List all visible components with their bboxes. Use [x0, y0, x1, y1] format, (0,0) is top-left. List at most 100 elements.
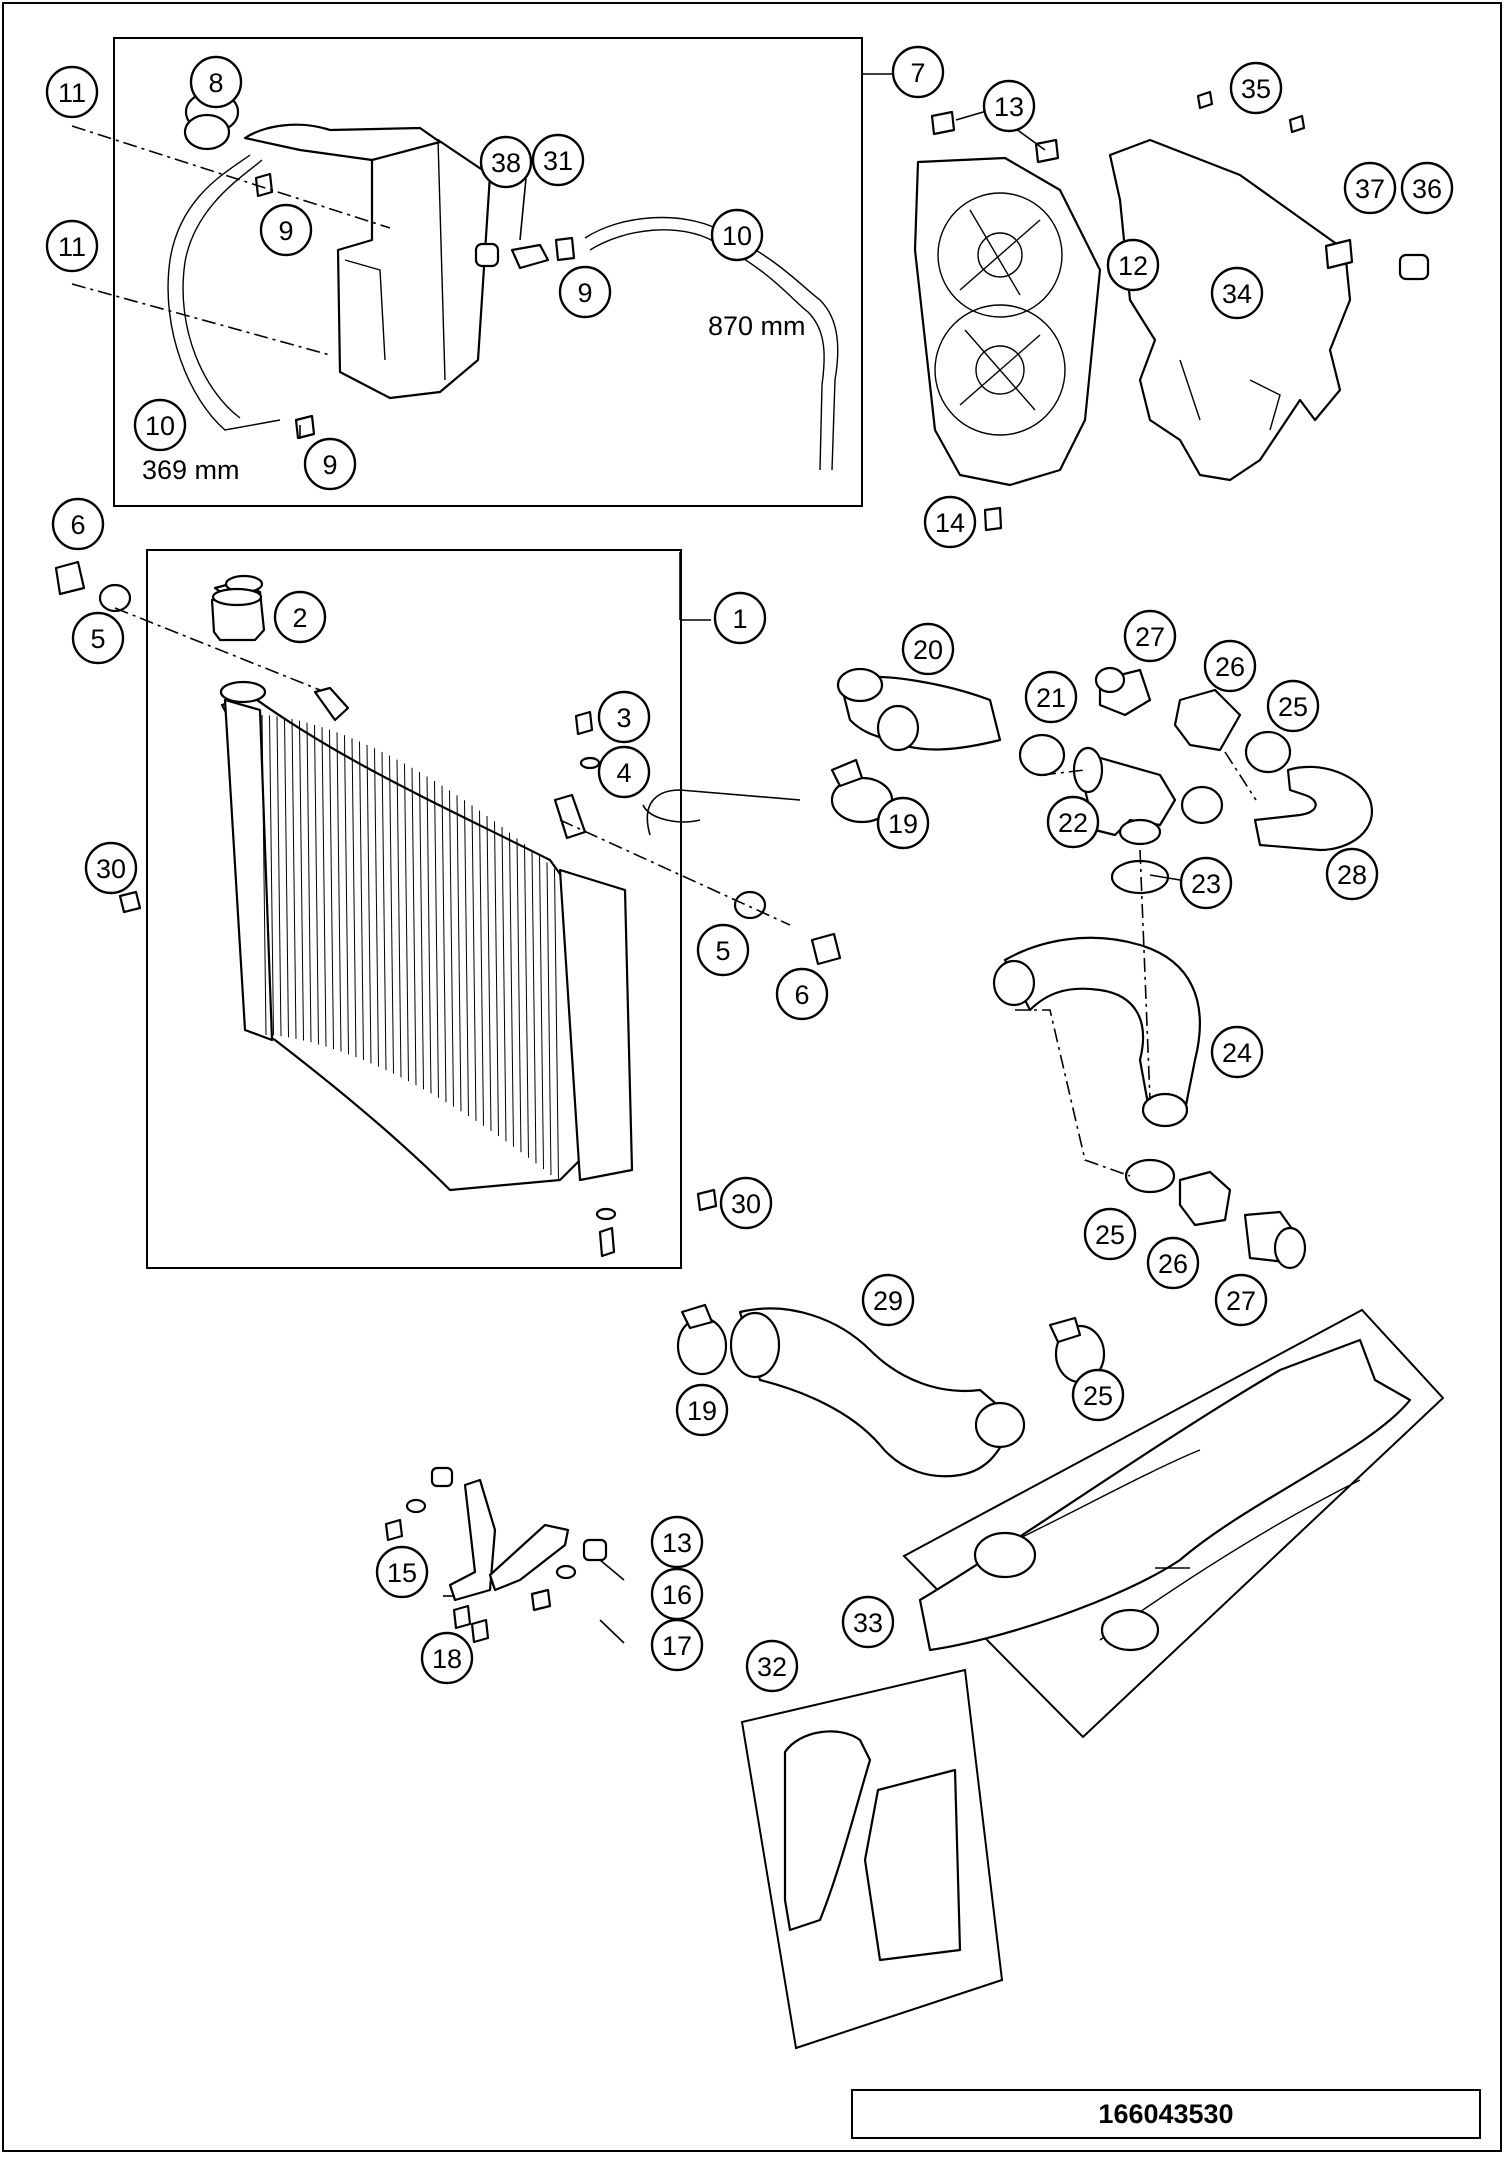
radiator-fin — [276, 716, 282, 1037]
callout-circle — [189, 55, 243, 109]
radiator-fin — [464, 800, 469, 1117]
radiator-fin — [299, 720, 304, 1041]
callout-circle — [1210, 1025, 1264, 1079]
callout-circle — [710, 208, 764, 262]
callout-27: 27 — [1214, 1273, 1268, 1327]
callout-circle — [696, 923, 750, 977]
callout-circle — [273, 590, 327, 644]
radiator-fin — [269, 715, 274, 1036]
callout-number: 22 — [1058, 808, 1088, 838]
callout-number: 6 — [794, 980, 809, 1010]
radiator-fin — [329, 729, 334, 1049]
callout-circle — [745, 1639, 799, 1693]
air-guide-drawing — [783, 1730, 962, 1962]
radiator-fin — [344, 735, 349, 1055]
callout-31: 31 — [531, 133, 585, 187]
callout-29: 29 — [861, 1273, 915, 1327]
callout-circle — [1229, 61, 1283, 115]
callout-circle — [1106, 238, 1160, 292]
radiator-fin — [374, 748, 379, 1067]
air-duct-group-box — [902, 1308, 1445, 1739]
radiator-fin — [479, 810, 484, 1126]
hose-24-drawing — [1003, 936, 1201, 1117]
callout-circle — [1083, 1207, 1137, 1261]
callout-7: 7 — [891, 45, 945, 99]
expansion-tank-drawing — [167, 90, 492, 431]
hardware-top-right — [930, 90, 1430, 532]
callout-circle — [1210, 266, 1264, 320]
callout-circle — [420, 1631, 474, 1685]
hose-28-drawing — [1253, 765, 1373, 852]
radiator-fin — [516, 838, 522, 1153]
callout-number: 10 — [722, 221, 752, 251]
hose-29-drawing — [676, 1303, 1106, 1478]
callout-number: 5 — [90, 624, 105, 654]
callout-number: 11 — [58, 78, 86, 108]
radiator-fin — [351, 738, 357, 1058]
radiator-fin — [284, 717, 289, 1038]
callout-circle — [303, 437, 357, 491]
callout-14: 14 — [923, 495, 977, 549]
document-number: 166043530 — [1098, 2099, 1233, 2129]
air-guide-group-box — [740, 1668, 1004, 2050]
callout-circle — [45, 65, 99, 119]
callout-circle — [876, 796, 930, 850]
callout-number: 26 — [1215, 652, 1245, 682]
callout-number: 11 — [58, 232, 86, 262]
callout-circle — [713, 591, 767, 645]
overflow-hose-long — [584, 216, 839, 471]
t-piece-drawing — [1018, 733, 1224, 895]
callout-circle — [1146, 1236, 1200, 1290]
callout-number: 19 — [687, 1396, 717, 1426]
callout-circle — [861, 1273, 915, 1327]
radiator-fin — [486, 815, 492, 1131]
radiator-fin — [404, 763, 409, 1082]
callout-30: 30 — [84, 841, 138, 895]
radiator-hardware — [54, 560, 842, 1258]
callout-circle — [1024, 670, 1078, 724]
callout-10: 10 — [133, 398, 187, 452]
callout-27: 27 — [1123, 609, 1177, 663]
callout-circle — [650, 1618, 704, 1672]
callout-circle — [531, 133, 585, 187]
radiator-fin — [291, 719, 297, 1039]
radiator-fin — [314, 724, 319, 1045]
callout-28: 28 — [1325, 847, 1379, 901]
dimension-label-short-hose: 369 mm — [142, 455, 240, 485]
callout-3: 3 — [597, 690, 651, 744]
callout-number: 26 — [1158, 1249, 1188, 1279]
callout-number: 9 — [278, 216, 293, 246]
callout-circle — [133, 398, 187, 452]
radiator-cap-drawing — [210, 587, 266, 642]
callout-circle — [375, 1545, 429, 1599]
thermostat-housing-upper — [1094, 666, 1292, 774]
radiator-fin — [261, 714, 267, 1036]
callout-circle — [891, 45, 945, 99]
callout-number: 9 — [577, 278, 592, 308]
callout-circle — [982, 79, 1036, 133]
callout-13: 13 — [982, 79, 1036, 133]
callout-10: 10 — [710, 208, 764, 262]
callout-12: 12 — [1106, 238, 1160, 292]
callout-circle — [84, 841, 138, 895]
callout-circle — [479, 135, 533, 189]
callout-number: 27 — [1135, 622, 1165, 652]
hose-20-drawing — [836, 667, 1002, 752]
callout-35: 35 — [1229, 61, 1283, 115]
hose-clamp-screw-upper — [830, 758, 864, 788]
callout-9: 9 — [303, 437, 357, 491]
callout-1: 1 — [713, 591, 767, 645]
callout-number: 13 — [662, 1528, 692, 1558]
callout-number: 25 — [1278, 692, 1308, 722]
air-duct-drawing — [918, 1338, 1412, 1652]
callout-number: 20 — [913, 635, 943, 665]
callout-19: 19 — [876, 796, 930, 850]
callout-36: 36 — [1400, 161, 1454, 215]
callout-number: 14 — [935, 508, 965, 538]
radiator-fin — [426, 776, 432, 1094]
callout-number: 6 — [70, 510, 85, 540]
callout-circle — [650, 1515, 704, 1569]
callout-21: 21 — [1024, 670, 1078, 724]
radiator-fin — [501, 826, 507, 1142]
radiator-fin — [471, 805, 477, 1121]
